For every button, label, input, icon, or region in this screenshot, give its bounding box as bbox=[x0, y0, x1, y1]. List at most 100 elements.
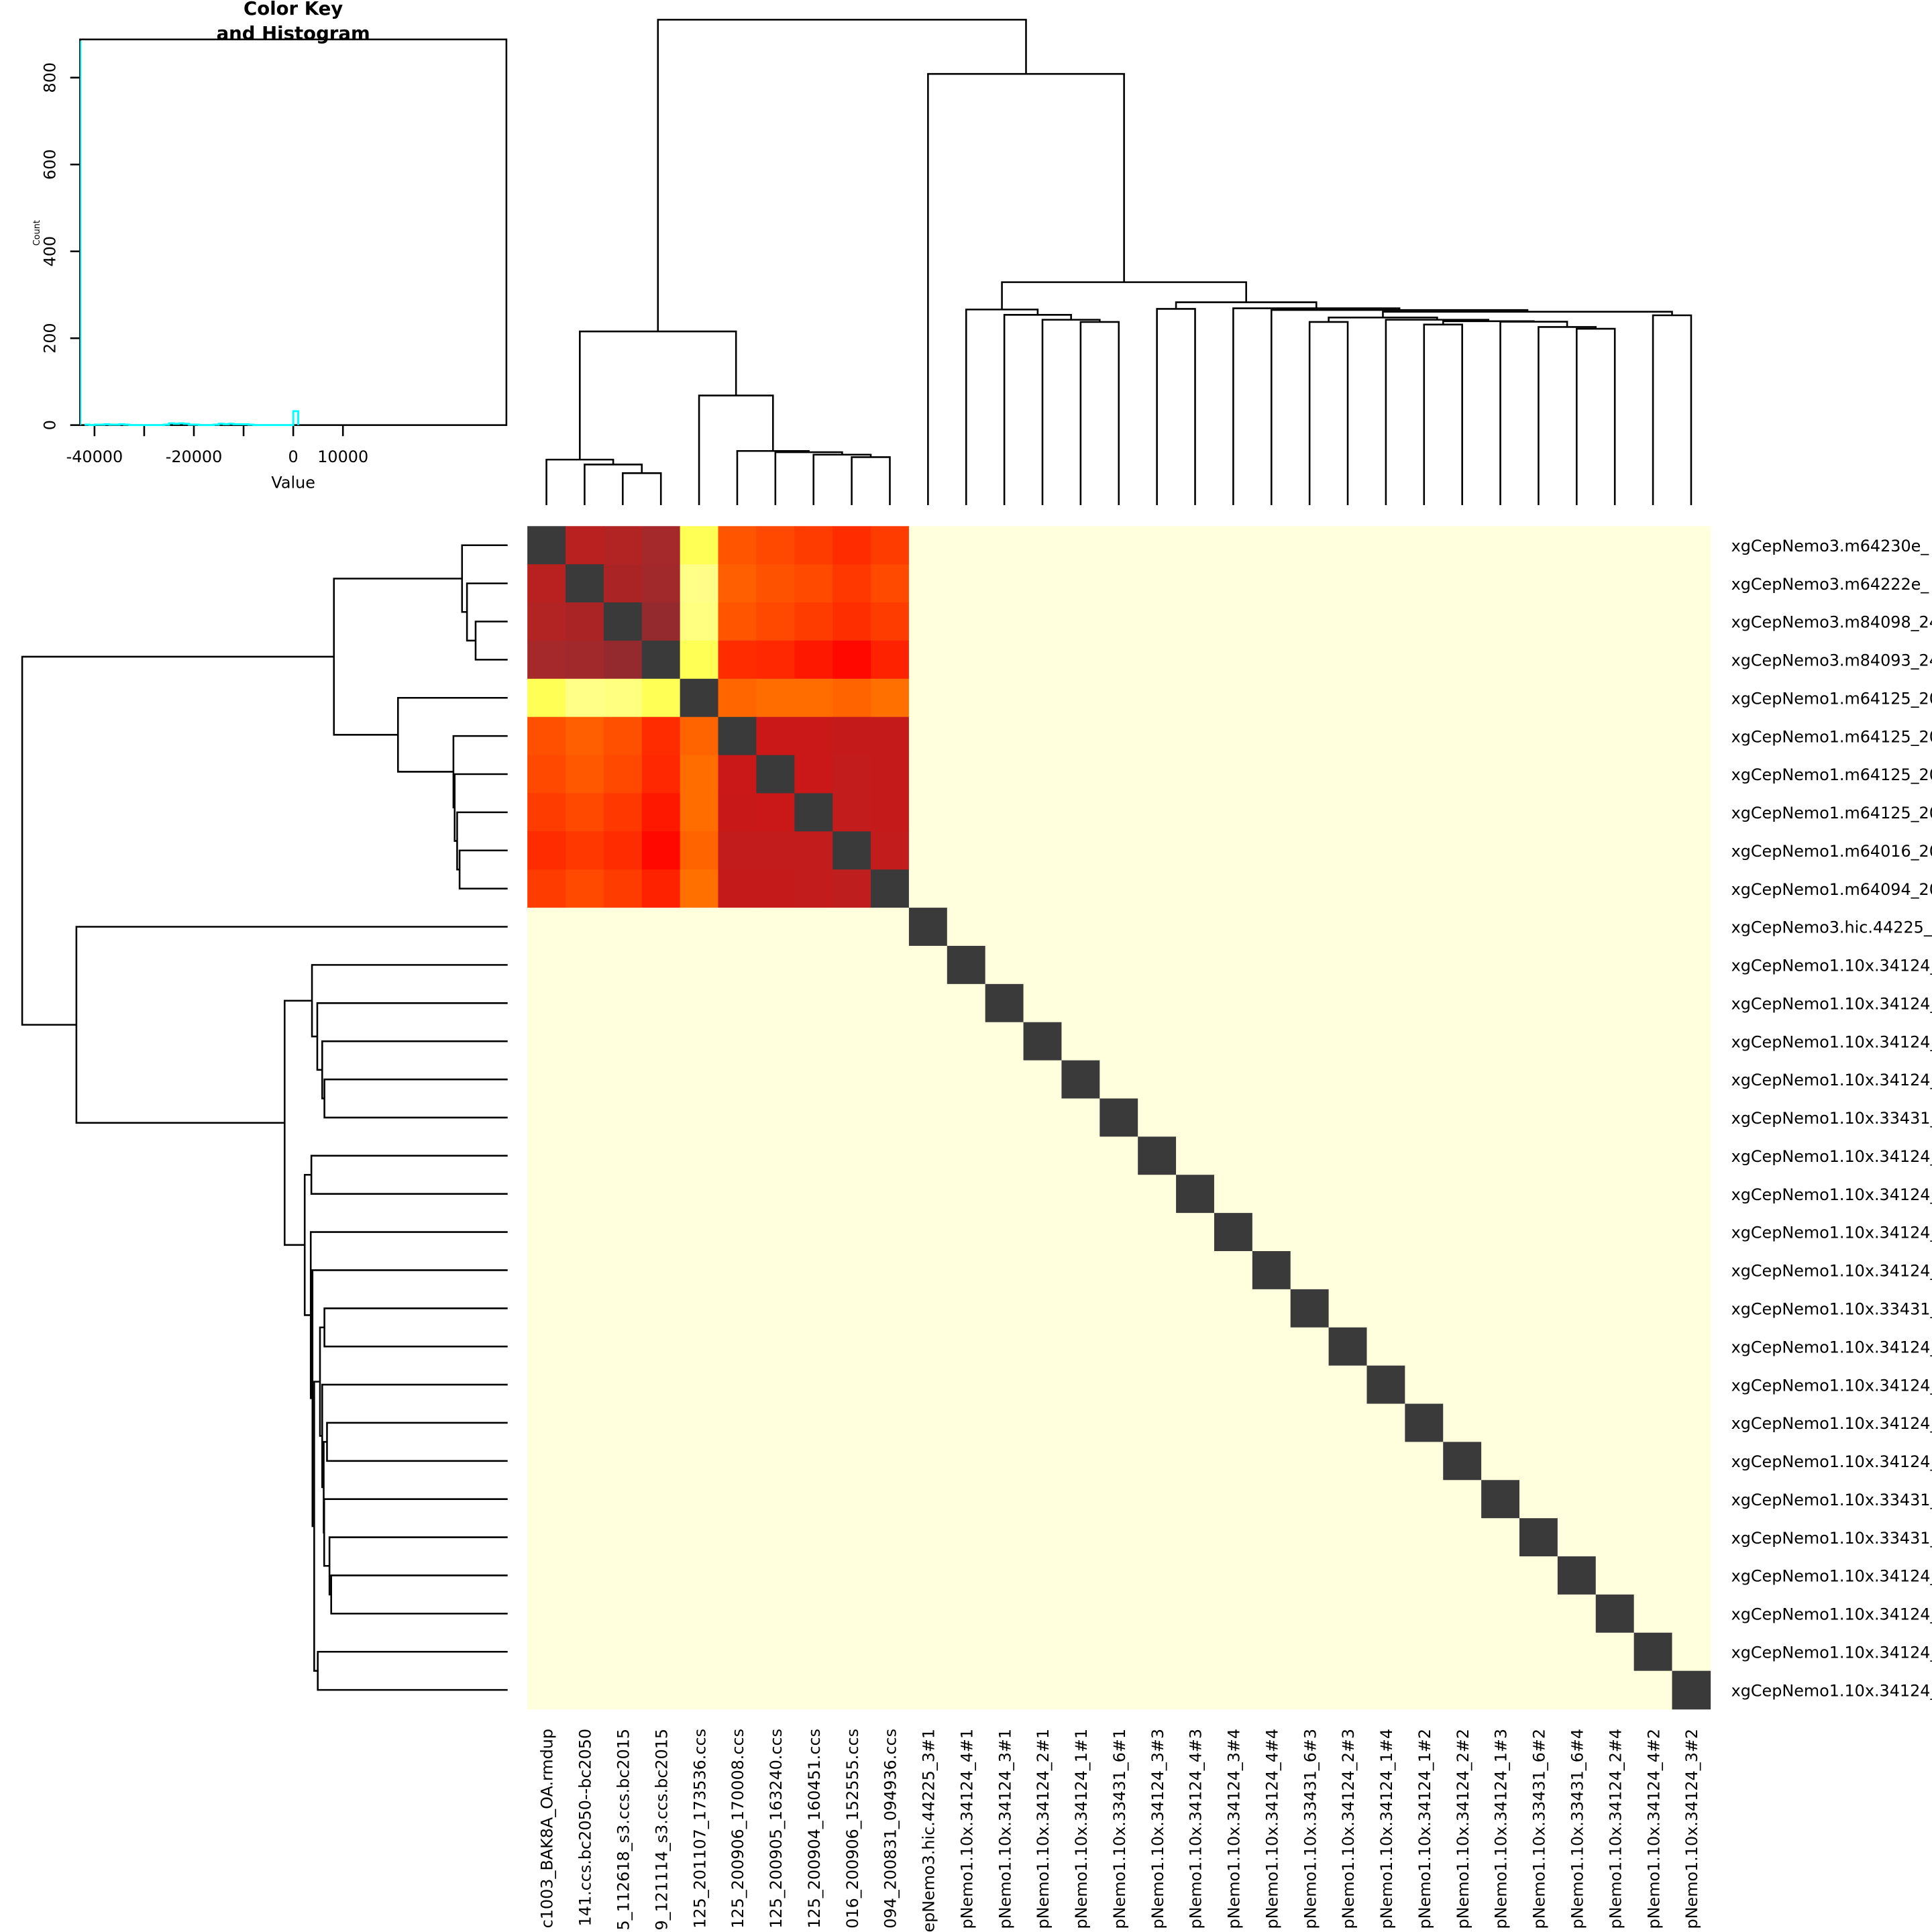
heatmap-cell bbox=[1214, 1518, 1253, 1557]
heatmap-cell bbox=[756, 793, 796, 833]
heatmap-cell bbox=[680, 908, 719, 947]
heatmap-cell bbox=[1099, 1022, 1138, 1061]
heatmap-cell bbox=[1252, 1632, 1291, 1672]
row-label: xgCepNemo1.10x.34124_ bbox=[1731, 1452, 1932, 1471]
heatmap-cell bbox=[1176, 1098, 1215, 1138]
heatmap-cell bbox=[680, 1670, 719, 1710]
heatmap-cell bbox=[833, 602, 871, 641]
heatmap-cell bbox=[1290, 1556, 1330, 1595]
heatmap-cell bbox=[1099, 1289, 1138, 1328]
heatmap-cell bbox=[1595, 869, 1635, 908]
heatmap-cell bbox=[833, 1098, 871, 1138]
heatmap-cell bbox=[1557, 1136, 1597, 1175]
heatmap-cell bbox=[1481, 1365, 1520, 1405]
heatmap-cell bbox=[756, 678, 796, 718]
heatmap-cell bbox=[833, 1060, 871, 1099]
dendrogram-branch bbox=[1001, 281, 1247, 310]
heatmap-cell bbox=[1595, 1403, 1635, 1443]
heatmap-cell bbox=[756, 1175, 796, 1214]
heatmap-cell bbox=[871, 945, 910, 985]
heatmap-cell bbox=[1061, 602, 1101, 641]
heatmap-cell bbox=[718, 526, 757, 565]
dendrogram-branch bbox=[1538, 326, 1597, 506]
dendrogram-branch bbox=[330, 1574, 508, 1615]
heatmap-cell bbox=[1290, 1480, 1330, 1519]
heatmap-cell bbox=[1138, 1022, 1177, 1061]
heatmap-cell bbox=[871, 983, 910, 1023]
row-label: xgCepNemo1.10x.34124_ bbox=[1731, 1414, 1932, 1433]
heatmap-cell bbox=[1214, 1213, 1253, 1252]
heatmap-cell bbox=[908, 1442, 948, 1481]
heatmap-cell bbox=[1290, 1136, 1330, 1175]
heatmap-cell bbox=[527, 1442, 566, 1481]
heatmap-cell bbox=[1443, 793, 1482, 833]
heatmap-cell bbox=[1061, 1632, 1101, 1672]
heatmap-cell bbox=[1557, 1670, 1597, 1710]
heatmap-cell bbox=[756, 716, 796, 756]
dendrogram-branch bbox=[1382, 311, 1673, 318]
heatmap-grid bbox=[527, 526, 1711, 1710]
heatmap-cell bbox=[641, 1670, 681, 1710]
heatmap-cell bbox=[947, 1213, 986, 1252]
heatmap-cell bbox=[833, 755, 871, 794]
heatmap-cell bbox=[908, 908, 948, 947]
heatmap-cell bbox=[680, 1098, 719, 1138]
heatmap-cell bbox=[1405, 831, 1444, 870]
heatmap-cell bbox=[1405, 1022, 1444, 1061]
heatmap-cell bbox=[527, 1670, 566, 1710]
heatmap-cell bbox=[1061, 1098, 1101, 1138]
heatmap-cell bbox=[1099, 1670, 1138, 1710]
heatmap-cell bbox=[794, 793, 833, 833]
heatmap-cell bbox=[1176, 1518, 1215, 1557]
heatmap-cell bbox=[1405, 1060, 1444, 1099]
heatmap-cell bbox=[1557, 678, 1597, 718]
heatmap-cell bbox=[1633, 1632, 1673, 1672]
heatmap-cell bbox=[566, 564, 604, 603]
heatmap-cell bbox=[1099, 640, 1138, 680]
heatmap-cell bbox=[794, 1136, 833, 1175]
heatmap-cell bbox=[527, 831, 566, 870]
heatmap-cell bbox=[680, 716, 719, 756]
heatmap-cell bbox=[718, 564, 757, 603]
heatmap-cell bbox=[680, 564, 719, 603]
dendrogram-branch bbox=[545, 458, 614, 506]
heatmap-cell bbox=[985, 1403, 1024, 1443]
heatmap-cell bbox=[1405, 1670, 1444, 1710]
heatmap-cell bbox=[1328, 1098, 1368, 1138]
heatmap-cell bbox=[1023, 908, 1063, 947]
heatmap-cell bbox=[1099, 831, 1138, 870]
heatmap-cell bbox=[1519, 1556, 1558, 1595]
heatmap-cell bbox=[1481, 1442, 1520, 1481]
heatmap-cell bbox=[1252, 908, 1291, 947]
heatmap-cell bbox=[718, 1670, 757, 1710]
heatmap-cell bbox=[1138, 1327, 1177, 1366]
heatmap-cell bbox=[1366, 983, 1406, 1023]
heatmap-cell bbox=[680, 1480, 719, 1519]
dendrogram-branch bbox=[1423, 323, 1463, 506]
heatmap-cell bbox=[1443, 1594, 1482, 1633]
heatmap-cell bbox=[641, 1442, 681, 1481]
heatmap-cell bbox=[908, 1098, 948, 1138]
heatmap-cell bbox=[718, 1556, 757, 1595]
heatmap-cell bbox=[527, 1594, 566, 1633]
heatmap-cell bbox=[947, 602, 986, 641]
heatmap-cell bbox=[527, 602, 566, 641]
heatmap-cell bbox=[1481, 869, 1520, 908]
heatmap-cell bbox=[1405, 1365, 1444, 1405]
heatmap-cell bbox=[985, 526, 1024, 565]
heatmap-cell bbox=[1290, 983, 1330, 1023]
heatmap-cell bbox=[1138, 1442, 1177, 1481]
heatmap-cell bbox=[718, 602, 757, 641]
heatmap-cell bbox=[641, 831, 681, 870]
heatmap-cell bbox=[1099, 793, 1138, 833]
heatmap-cell bbox=[1557, 1327, 1597, 1366]
heatmap-cell bbox=[1252, 640, 1291, 680]
color-key-ylabel: Count bbox=[32, 220, 42, 246]
column-label: pNemo1.10x.34124_4#1 bbox=[957, 1729, 976, 1929]
heatmap-cell bbox=[1633, 831, 1673, 870]
heatmap-cell bbox=[1214, 1365, 1253, 1405]
heatmap-cell bbox=[1176, 1213, 1215, 1252]
column-label: pNemo1.10x.34124_3#2 bbox=[1682, 1729, 1701, 1929]
heatmap-cell bbox=[1328, 526, 1368, 565]
heatmap-cell bbox=[1023, 1250, 1063, 1290]
